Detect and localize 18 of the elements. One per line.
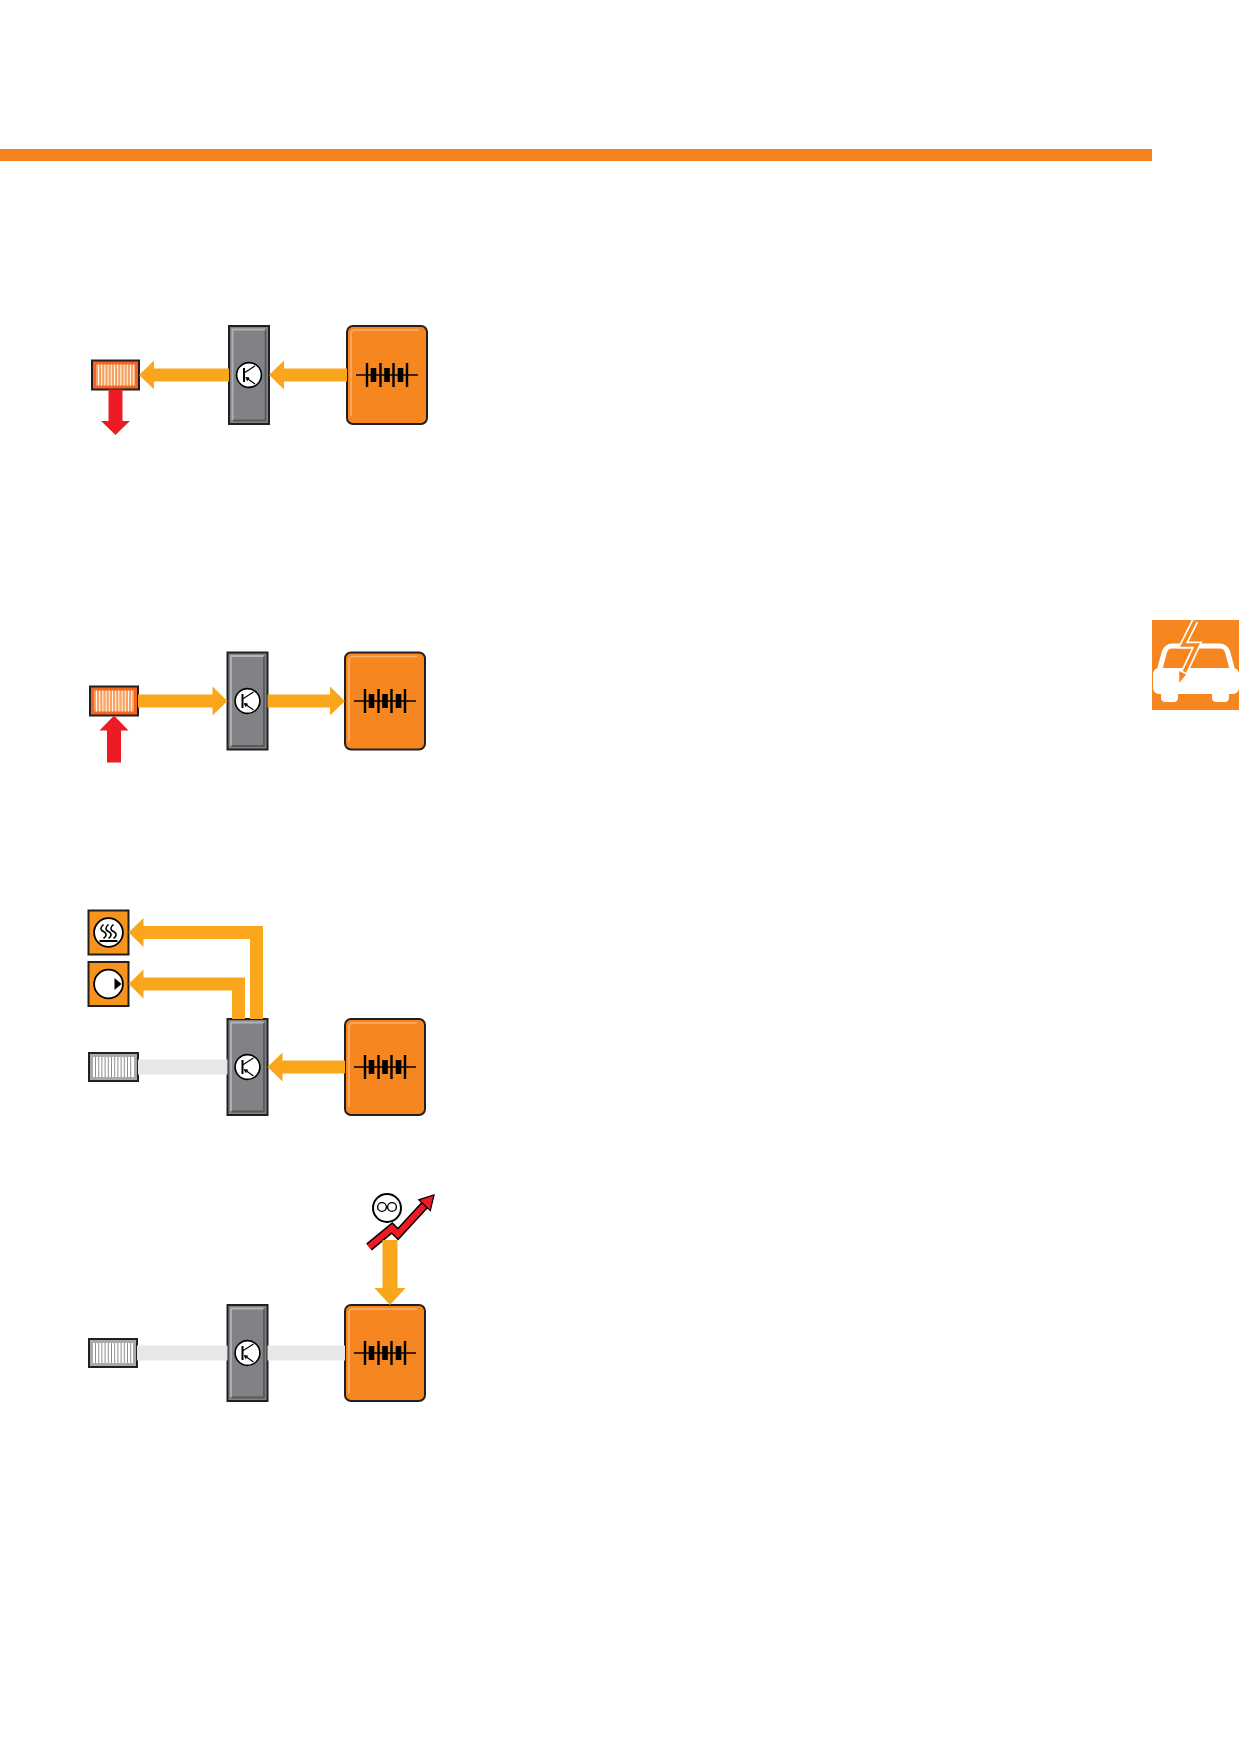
battery-box — [344, 1304, 426, 1402]
heater-element — [88, 1052, 139, 1082]
transistor-box — [226, 1018, 269, 1116]
battery-box — [344, 651, 426, 751]
heater-element — [91, 359, 140, 391]
play-icon — [87, 961, 130, 1007]
connector-line — [267, 1345, 345, 1361]
socket-icon — [366, 1193, 435, 1251]
heater-element — [89, 685, 139, 717]
transistor-box — [226, 651, 269, 751]
battery-box — [346, 325, 428, 425]
connector-line — [138, 1059, 228, 1075]
connector-line — [137, 1345, 228, 1361]
heater-element — [88, 1338, 138, 1368]
transistor-box — [228, 325, 270, 425]
heat-icon — [87, 909, 130, 956]
transistor-box — [226, 1304, 269, 1402]
battery-box — [344, 1018, 426, 1116]
